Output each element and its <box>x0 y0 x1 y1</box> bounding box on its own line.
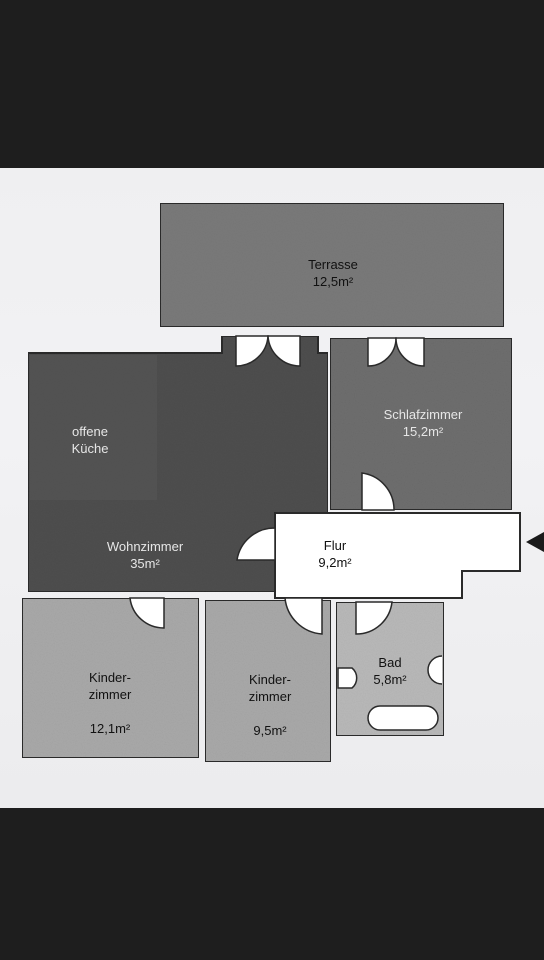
door-kinderzimmer-2 <box>284 597 323 635</box>
label-kinderzimmer-1: Kinder- zimmer 12,1m² <box>88 670 132 736</box>
label-wohnzimmer: Wohnzimmer 35m² <box>106 539 184 571</box>
door-terrasse-left <box>235 335 301 367</box>
label-terrasse: Terrasse 12,5m² <box>308 257 358 289</box>
entrance-arrow-icon <box>526 532 544 552</box>
room-schlafzimmer <box>329 337 513 511</box>
door-bad <box>355 601 393 635</box>
label-kueche: offene Küche <box>71 424 109 456</box>
door-schlafzimmer-terrasse <box>367 337 425 367</box>
label-schlafzimmer: Schlafzimmer 15,2m² <box>383 407 463 439</box>
floor-plan-drawing <box>21 202 544 763</box>
label-flur: Flur 9,2m² <box>318 538 352 570</box>
door-kinderzimmer-1 <box>129 597 165 629</box>
door-schlafzimmer <box>361 472 395 511</box>
label-bad: Bad 5,8m² <box>373 655 407 687</box>
paper-sheet: Terrasse 12,5m² offene Küche Schlafzimme… <box>0 168 544 808</box>
room-terrasse <box>159 202 505 328</box>
bath-fixtures <box>337 655 443 731</box>
room-kinderzimmer-1 <box>21 597 200 759</box>
door-wohnzimmer <box>236 527 276 561</box>
kitchen-zone <box>30 355 157 500</box>
label-kinderzimmer-2: Kinder- zimmer 9,5m² <box>248 672 292 738</box>
room-flur <box>274 512 521 599</box>
